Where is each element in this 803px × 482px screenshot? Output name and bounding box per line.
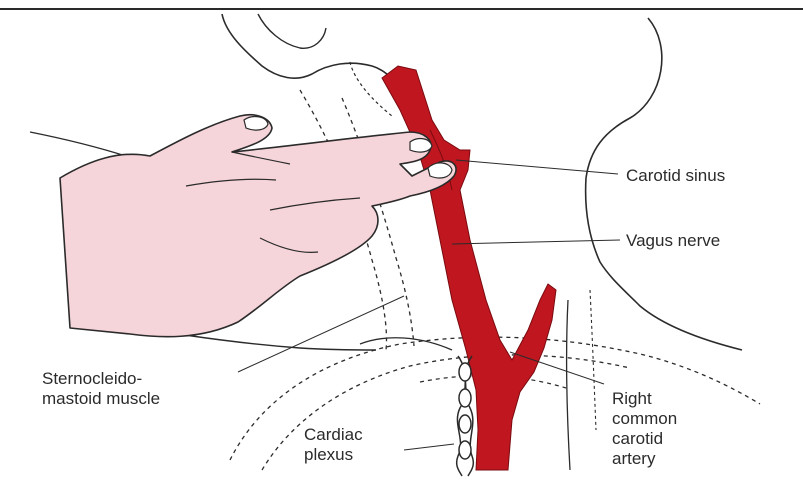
face-outline [222, 14, 410, 106]
label-carotid-sinus: Carotid sinus [626, 166, 725, 185]
jaw-line [350, 62, 392, 116]
label-cardiac-plexus-line2: plexus [304, 445, 353, 464]
cardiac-plexus [457, 356, 474, 476]
label-sternocleidomastoid-line2: mastoid muscle [42, 389, 160, 408]
fingernail-middle [428, 163, 452, 178]
leader-sternocleidomastoid [238, 296, 404, 372]
leader-vagus-nerve [452, 240, 620, 244]
label-sternocleidomastoid-line1: Sternocleido- [42, 369, 142, 388]
trachea-line [567, 300, 570, 470]
trachea-line-dashed [590, 290, 596, 430]
label-right-common-carotid-line1: Right [612, 389, 652, 408]
leader-carotid-sinus [456, 160, 618, 174]
label-cardiac-plexus-line1: Cardiac [304, 425, 363, 444]
fingernail-thumb [244, 117, 268, 131]
hand [60, 115, 456, 337]
label-right-common-carotid-line3: carotid [612, 429, 663, 448]
leader-cardiac-plexus [404, 444, 454, 450]
label-right-common-carotid-line2: common [612, 409, 677, 428]
ear-outline [258, 14, 326, 48]
fingernail-index [410, 139, 432, 153]
carotid-artery [382, 66, 556, 470]
label-vagus-nerve: Vagus nerve [626, 231, 720, 250]
label-right-common-carotid-line4: artery [612, 449, 656, 468]
